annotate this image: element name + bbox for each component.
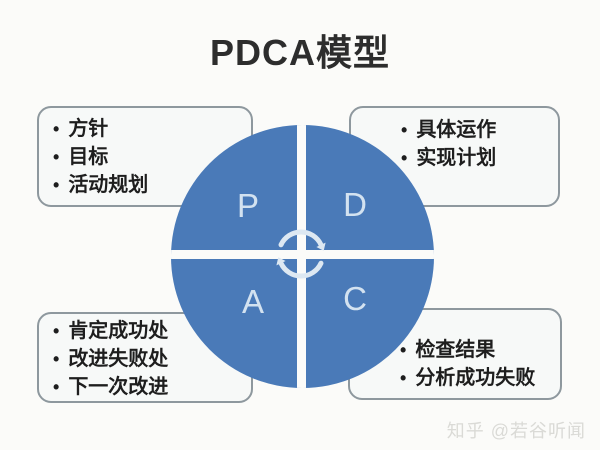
quadrant-letter-do: D xyxy=(343,186,367,223)
bullet-icon: • xyxy=(53,321,60,341)
check-item-label: 分析成功失败 xyxy=(415,367,536,389)
bullet-icon: • xyxy=(53,349,60,369)
list-item: • 活动规划 xyxy=(53,171,251,199)
plan-item-label: 目标 xyxy=(68,146,109,168)
cycle-arrows-icon xyxy=(276,229,326,279)
list-item: • 检查结果 xyxy=(400,336,560,364)
bullet-icon: • xyxy=(401,148,408,168)
bullet-icon: • xyxy=(53,175,60,195)
act-item-label: 下一次改进 xyxy=(68,376,169,398)
list-item: • 目标 xyxy=(53,143,251,171)
list-item: • 分析成功失败 xyxy=(400,364,560,392)
page-title: PDCA模型 xyxy=(209,32,390,73)
quadrant-letter-check: C xyxy=(343,280,367,317)
do-item-label: 具体运作 xyxy=(416,119,497,141)
quadrant-letter-plan: P xyxy=(236,187,260,224)
list-item: • 肯定成功处 xyxy=(53,317,251,345)
bullet-icon: • xyxy=(53,119,60,139)
bullet-icon: • xyxy=(53,147,60,167)
bullet-icon: • xyxy=(53,377,60,397)
act-item-label: 改进失败处 xyxy=(68,348,169,370)
quadrant-letter-act: A xyxy=(241,283,265,320)
list-item: • 方针 xyxy=(53,115,251,143)
act-box: • 肯定成功处 • 改进失败处 • 下一次改进 xyxy=(37,312,253,403)
check-item-label: 检查结果 xyxy=(415,339,496,361)
bullet-icon: • xyxy=(400,340,407,360)
do-item-label: 实现计划 xyxy=(416,147,497,169)
plan-item-label: 方针 xyxy=(68,118,109,140)
bullet-icon: • xyxy=(400,368,407,388)
list-item: • 下一次改进 xyxy=(53,373,251,401)
act-item-label: 肯定成功处 xyxy=(68,320,169,342)
watermark: 知乎 @若谷听闻 xyxy=(446,421,586,441)
list-item: • 具体运作 xyxy=(401,116,558,144)
pdca-circle: P D A C xyxy=(171,125,434,388)
quadrant-divider-horizontal xyxy=(171,250,434,259)
plan-item-label: 活动规划 xyxy=(68,174,149,196)
list-item: • 实现计划 xyxy=(401,144,558,172)
list-item: • 改进失败处 xyxy=(53,345,251,373)
bullet-icon: • xyxy=(401,120,408,140)
